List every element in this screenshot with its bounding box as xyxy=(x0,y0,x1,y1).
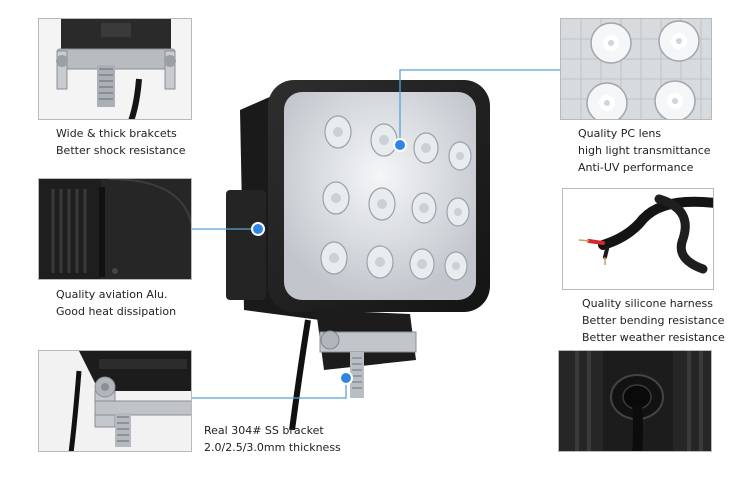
housing-caption: Quality aviation Alu. Good heat dissipat… xyxy=(56,286,176,320)
bracket-caption-line: Better shock resistance xyxy=(56,144,186,157)
lens-detail-panel xyxy=(560,18,712,120)
led-work-light-photo-icon xyxy=(226,80,490,430)
harness-caption-line: Better weather resistance xyxy=(582,331,725,344)
housing-caption-line: Good heat dissipation xyxy=(56,305,177,318)
ss-bracket-caption-line: Real 304# SS bracket xyxy=(204,424,324,437)
bracket-caption: Wide & thick brakcets Better shock resis… xyxy=(56,125,185,159)
lens-caption-line: Quality PC lens xyxy=(578,127,662,140)
harness-detail-panel xyxy=(562,188,714,290)
bracket-caption-line: Wide & thick brakcets xyxy=(56,127,177,140)
ss-bracket-detail-photo-icon xyxy=(39,351,191,451)
harness-detail-photo-icon xyxy=(563,189,713,289)
bracket-detail-panel xyxy=(38,18,192,120)
ss-bracket-panel xyxy=(38,350,192,452)
housing-caption-line: Quality aviation Alu. xyxy=(56,288,168,301)
bracket-detail-photo-icon xyxy=(39,19,191,119)
harness-caption-line: Better bending resistance xyxy=(582,314,725,327)
ss-bracket-caption: Real 304# SS bracket 2.0/2.5/3.0mm thick… xyxy=(204,422,341,456)
lens-caption-line: Anti-UV performance xyxy=(578,161,694,174)
lens-caption-line: high light transmittance xyxy=(578,144,711,157)
harness-caption: Quality silicone harness Better bending … xyxy=(582,295,725,346)
lens-detail-photo-icon xyxy=(561,19,711,119)
grommet-detail-photo-icon xyxy=(559,351,711,451)
grommet-detail-panel xyxy=(558,350,712,452)
housing-fins-panel xyxy=(38,178,192,280)
harness-caption-line: Quality silicone harness xyxy=(582,297,713,310)
lens-caption: Quality PC lens high light transmittance… xyxy=(578,125,711,176)
ss-bracket-caption-line: 2.0/2.5/3.0mm thickness xyxy=(204,441,341,454)
lamp-photo xyxy=(220,70,510,430)
heat-fins-detail-photo-icon xyxy=(39,179,191,279)
